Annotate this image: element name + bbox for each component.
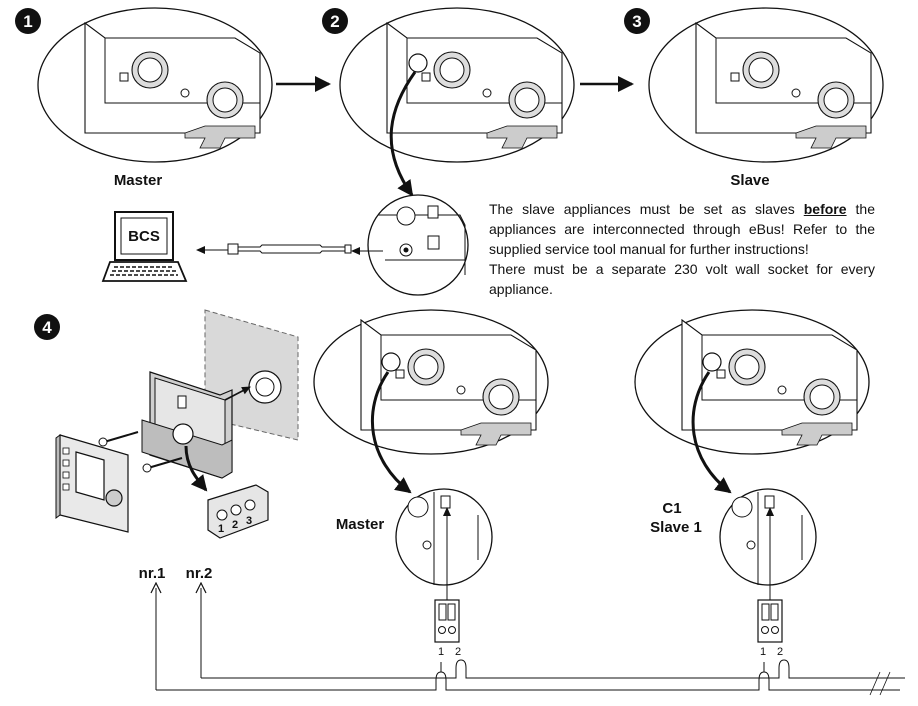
- slave-label-top: Slave: [730, 172, 769, 189]
- room-controller: [55, 434, 129, 533]
- terminal-strip-zoom: 1 2 3: [207, 484, 269, 539]
- note-line2: There must be a separate 230 volt wall s…: [489, 261, 875, 297]
- ebus-wiring: [156, 588, 905, 696]
- svg-text:1: 1: [760, 646, 766, 658]
- svg-text:2: 2: [777, 646, 783, 658]
- master-plug-connector: 1 2: [434, 599, 461, 658]
- bracket-to-wall-arrow: [224, 386, 251, 401]
- note-line1-before: The slave appliances must be set as slav…: [489, 201, 795, 217]
- master-label-top: Master: [114, 172, 163, 189]
- master-unit-overview: [37, 7, 273, 163]
- slave-unit-overview: [648, 7, 884, 163]
- master-label-bottom: Master: [336, 516, 385, 533]
- bcs-label: BCS: [128, 228, 160, 245]
- mounting-screws: [98, 431, 183, 473]
- c1-label: C1: [662, 500, 681, 517]
- svg-text:3: 3: [246, 515, 252, 527]
- nr1-label: nr.1: [139, 565, 166, 582]
- slave-unit-bottom: [634, 309, 870, 455]
- step-4-marker: 4: [34, 314, 60, 340]
- instruction-note: The slave appliances must be set as slav…: [489, 199, 875, 299]
- terminal-zoom-arrow: [184, 445, 208, 492]
- note-emphasis-before: before: [803, 201, 847, 217]
- service-port-zoom: [367, 194, 469, 296]
- nr2-label: nr.2: [186, 565, 213, 582]
- svg-text:1: 1: [23, 12, 32, 31]
- slave-1-label: Slave 1: [650, 519, 702, 536]
- zoom-arrow-step-2: [389, 71, 417, 197]
- svg-text:4: 4: [42, 318, 52, 337]
- svg-text:3: 3: [632, 12, 641, 31]
- step-3-marker: 3: [624, 8, 650, 34]
- unit-detail-overview: [339, 7, 575, 163]
- slave-zoom-arrow: [691, 371, 732, 494]
- master-connector-zoom: [395, 488, 493, 586]
- svg-text:1: 1: [438, 646, 444, 658]
- svg-text:2: 2: [232, 519, 238, 531]
- step-2-marker: 2: [322, 8, 348, 34]
- svg-text:2: 2: [455, 646, 461, 658]
- master-zoom-arrow: [370, 371, 412, 494]
- bcs-laptop: [101, 211, 188, 282]
- usb-cable: [227, 243, 352, 255]
- svg-text:1: 1: [218, 523, 224, 535]
- master-unit-bottom: [313, 309, 549, 455]
- slave-plug-connector: 1 2: [757, 599, 783, 658]
- step-1-marker: 1: [15, 8, 41, 34]
- note-line1-after: the appliances are interconnected throug…: [489, 201, 876, 257]
- slave-connector-zoom: [719, 488, 817, 586]
- svg-text:2: 2: [330, 12, 339, 31]
